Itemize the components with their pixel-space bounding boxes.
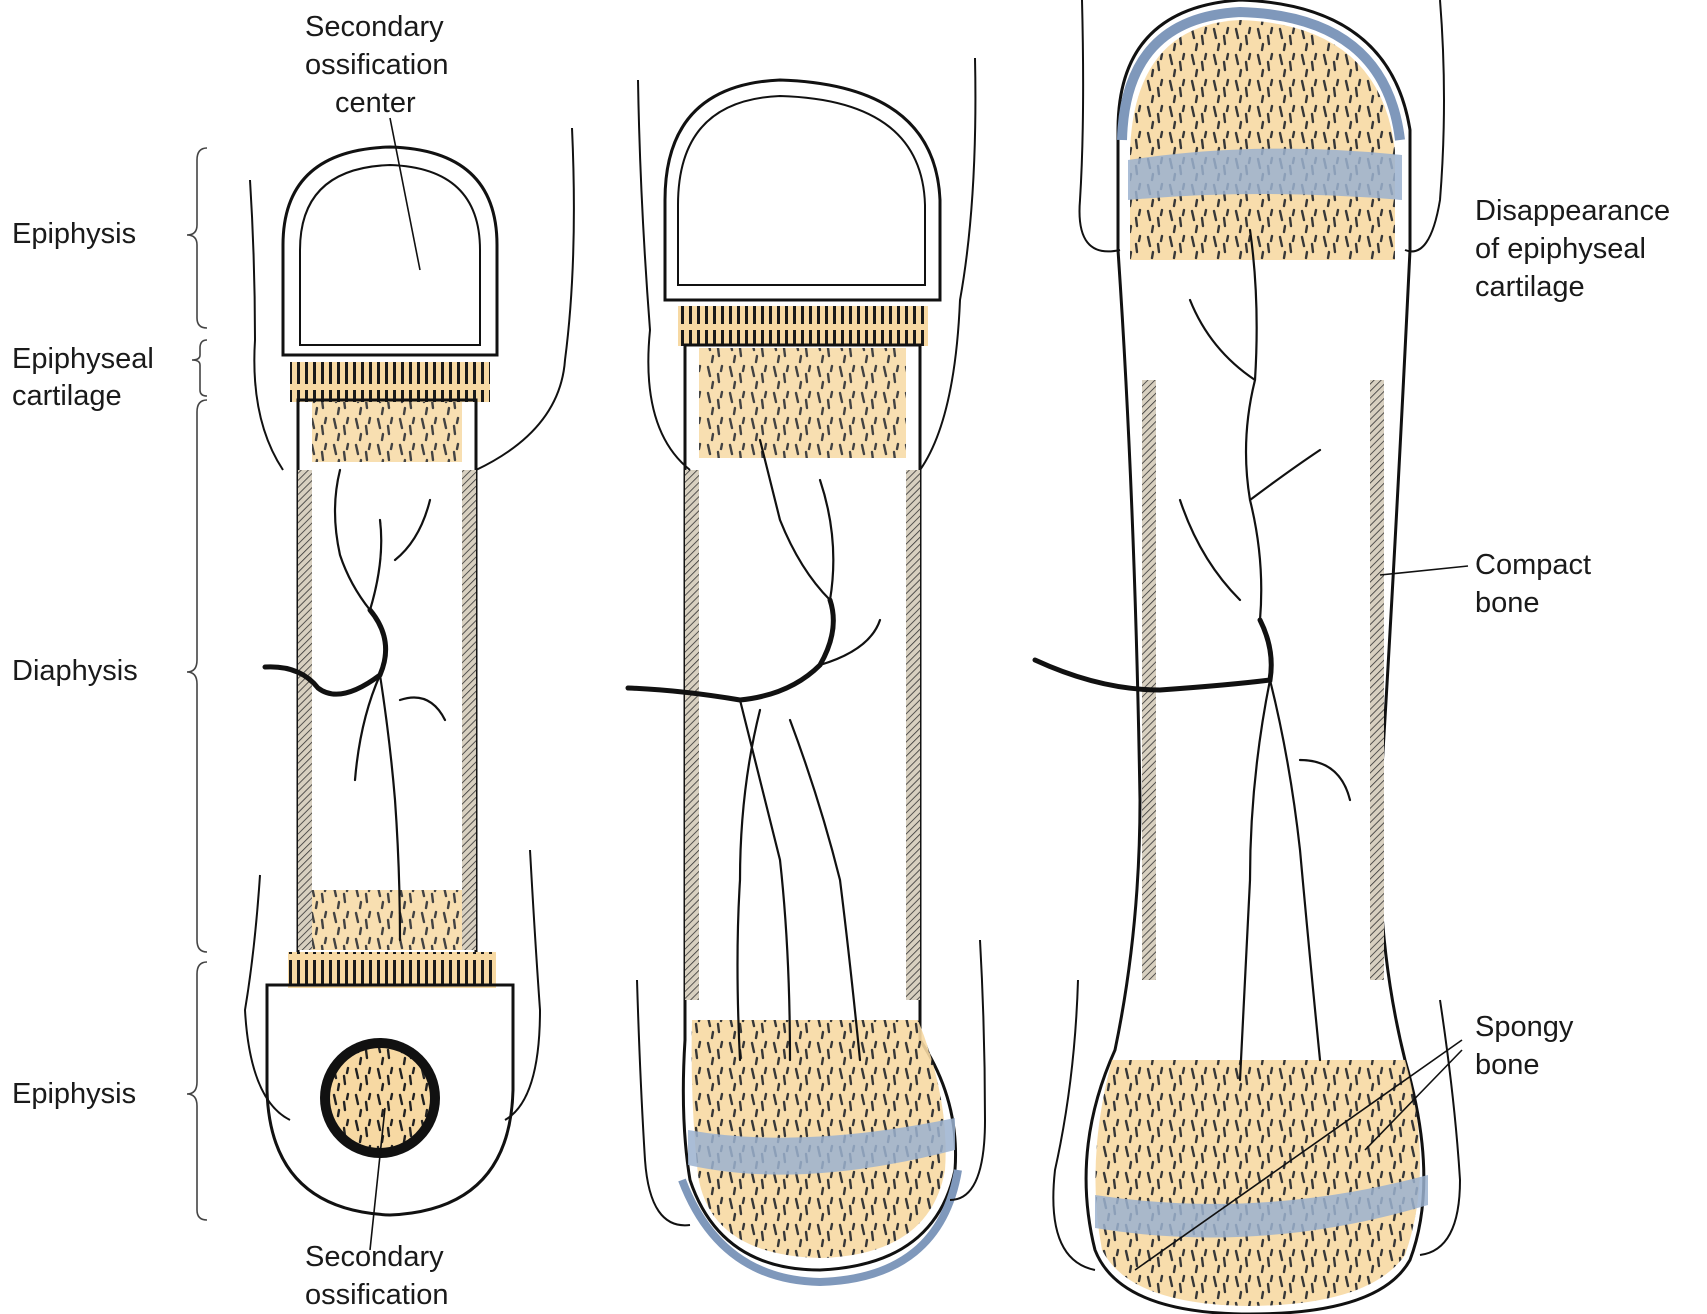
bone1-nutrient-artery bbox=[265, 610, 386, 694]
bone2-growth-plate-top bbox=[678, 306, 928, 346]
bracket-epiphysis-top bbox=[187, 148, 207, 328]
bone1-epiphysis-top bbox=[283, 147, 497, 355]
bone1-periosteum-top-left bbox=[250, 180, 283, 470]
bone2-epiphysis-top bbox=[665, 80, 940, 300]
bone3-periosteum-bottom-right bbox=[1420, 1000, 1460, 1255]
label-secondary-center-bottom: Secondary ossification bbox=[305, 1241, 452, 1311]
bone1-secondary-center-bottom-inner bbox=[330, 1048, 430, 1148]
bone3-compact-right bbox=[1370, 380, 1384, 980]
bone3-compact-left bbox=[1142, 380, 1156, 980]
bone1-compact-left bbox=[298, 470, 312, 950]
label-epiphysis-top: Epiphysis bbox=[12, 218, 136, 250]
bone1-secondary-center-top bbox=[300, 165, 480, 345]
bracket-epiphyseal-cartilage bbox=[192, 340, 207, 396]
bone-stage-1 bbox=[245, 128, 574, 1215]
bone3-spongy-top bbox=[1130, 20, 1395, 260]
label-epiphysis-bottom: Epiphysis bbox=[12, 1078, 136, 1110]
bone2-secondary-center-top bbox=[678, 96, 925, 285]
bone2-nutrient-artery bbox=[628, 600, 833, 700]
bone-stage-2 bbox=[628, 58, 985, 1282]
bone1-compact-right bbox=[462, 470, 476, 950]
bone2-spongy-upper bbox=[699, 348, 906, 458]
label-diaphysis: Diaphysis bbox=[12, 655, 138, 687]
bone3-vessel-branches bbox=[1180, 230, 1350, 1080]
bracket-diaphysis bbox=[187, 400, 207, 952]
label-disappearance-of-epiphyseal-cartilage: Disappearance of epiphyseal cartilage bbox=[1475, 195, 1678, 303]
bone1-spongy-upper bbox=[312, 402, 462, 462]
label-compact-bone: Compact bone bbox=[1475, 549, 1599, 619]
label-epiphyseal-cartilage: Epiphyseal cartilage bbox=[12, 343, 162, 412]
bone1-vessel-branches bbox=[335, 470, 445, 940]
bone2-compact-right bbox=[906, 470, 920, 1000]
bone3-periosteum-top-left bbox=[1080, 0, 1121, 251]
label-secondary-center-top: Secondary ossification center bbox=[305, 11, 457, 119]
bone1-growth-plate-bottom bbox=[288, 952, 496, 988]
bone1-periosteum-top-right bbox=[476, 128, 574, 470]
leader-secondary-center-top bbox=[390, 118, 420, 270]
bone2-vessel-branches bbox=[738, 440, 881, 1060]
label-spongy-bone: Spongy bone bbox=[1475, 1011, 1581, 1081]
bone1-diaphysis bbox=[298, 400, 476, 955]
bone3-cartilage-remnant-top bbox=[1128, 149, 1402, 200]
bone2-compact-left bbox=[685, 470, 699, 1000]
bone1-spongy-lower bbox=[312, 890, 462, 950]
bracket-epiphysis-bottom bbox=[187, 962, 207, 1220]
bone1-growth-plate-top bbox=[290, 362, 490, 402]
bone2-periosteum-top-right bbox=[920, 58, 975, 470]
